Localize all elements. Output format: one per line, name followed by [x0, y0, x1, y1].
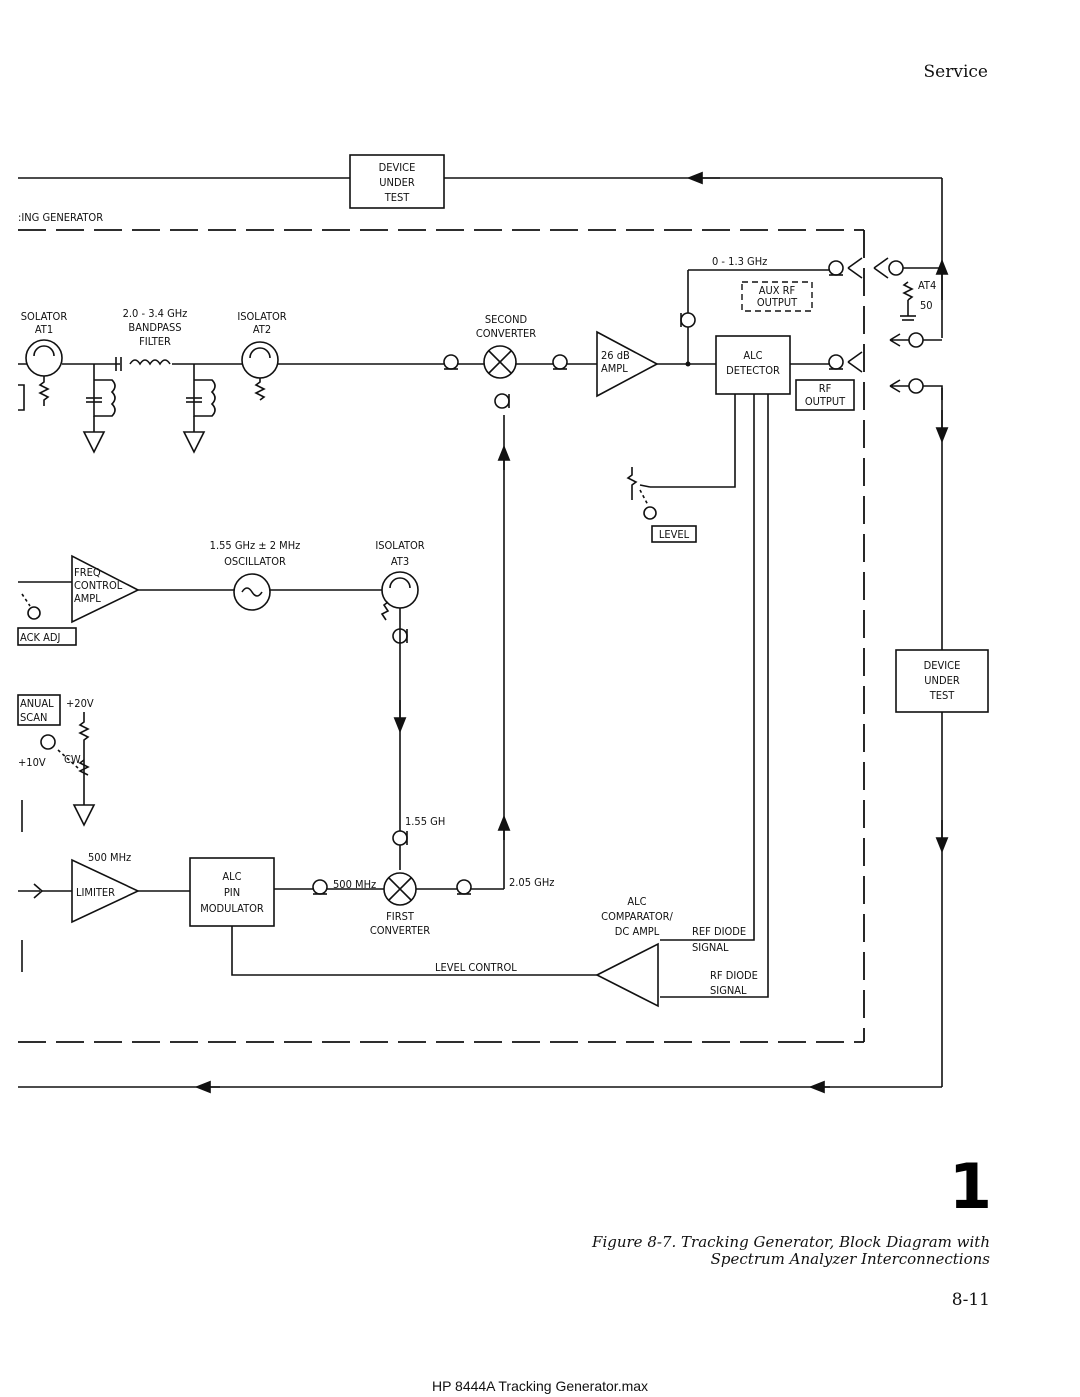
- outer-signal-loop: [18, 171, 949, 1094]
- svg-text:26 dB: 26 dB: [601, 349, 630, 362]
- level-label: LEVEL: [659, 528, 690, 541]
- rf-output: RF OUTPUT: [795, 379, 855, 411]
- section-number: 1: [948, 1150, 992, 1223]
- svg-text:AMPL: AMPL: [601, 362, 628, 375]
- connector-icon: [680, 312, 696, 328]
- svg-text:ACK ADJ: ACK ADJ: [20, 631, 60, 644]
- svg-text:PIN: PIN: [224, 886, 240, 899]
- svg-text:2.0 - 3.4 GHz: 2.0 - 3.4 GHz: [123, 307, 188, 320]
- ref-diode-signal-label: SIGNAL: [692, 941, 729, 954]
- svg-text:AT1: AT1: [35, 323, 53, 336]
- svg-text:+10V: +10V: [18, 756, 46, 769]
- freq-205-label: 2.05 GHz: [509, 876, 554, 889]
- svg-text:COMPARATOR/: COMPARATOR/: [601, 910, 673, 923]
- level-pot: LEVEL: [626, 467, 697, 543]
- isolator-at2: ISOLATOR AT2: [237, 310, 287, 401]
- aux-rf-connector-icon: [828, 257, 863, 279]
- attenuator-at4: AT4 50: [873, 257, 942, 348]
- connector-icon: [392, 830, 408, 846]
- freq-range-label: 0 - 1.3 GHz: [712, 255, 767, 268]
- device-under-test-right: DEVICE UNDER TEST: [895, 649, 989, 713]
- device-under-test-top: DEVICE UNDER TEST: [349, 154, 445, 209]
- svg-text:AT4: AT4: [918, 279, 936, 292]
- svg-text:1.55 GHz ± 2 MHz: 1.55 GHz ± 2 MHz: [210, 539, 301, 552]
- page-number: 8-11: [951, 1290, 990, 1310]
- svg-text:BANDPASS: BANDPASS: [128, 321, 181, 334]
- isolator-at1: SOLATOR AT1: [21, 310, 68, 406]
- aux-rf-output: AUX RF OUTPUT: [741, 281, 813, 312]
- figure-caption-line2: Spectrum Analyzer Interconnections: [710, 1250, 990, 1268]
- svg-text:ALC: ALC: [222, 870, 241, 883]
- svg-text:UNDER: UNDER: [379, 176, 415, 189]
- svg-text:FIRST: FIRST: [386, 910, 415, 923]
- mod-out-freq-label: 500 MHz: [333, 878, 376, 891]
- figure-caption-line1: Figure 8-7. Tracking Generator, Block Di…: [592, 1233, 990, 1251]
- connector-icon: [494, 393, 510, 409]
- rf-output-connector-icon: [828, 351, 863, 373]
- connector-icon: [312, 879, 328, 895]
- ref-diode-label: REF DIODE: [692, 925, 746, 938]
- connector-icon: [443, 354, 459, 370]
- svg-text:CONVERTER: CONVERTER: [476, 327, 536, 340]
- limiter: LIMITER 500 MHz: [71, 851, 140, 924]
- oscillator: 1.55 GHz ± 2 MHz OSCILLATOR: [210, 539, 301, 611]
- svg-text:AT3: AT3: [391, 555, 409, 568]
- freq-155-label: 1.55 GH: [405, 815, 445, 828]
- svg-text:TEST: TEST: [929, 689, 956, 702]
- svg-text:RF: RF: [819, 382, 832, 395]
- svg-text:ANUAL: ANUAL: [20, 697, 54, 710]
- connector-icon: [552, 354, 568, 370]
- first-converter-mixer: FIRST CONVERTER: [370, 872, 430, 937]
- rf-diode-signal-label: SIGNAL: [710, 984, 747, 997]
- svg-text:ISOLATOR: ISOLATOR: [375, 539, 424, 552]
- svg-text:DETECTOR: DETECTOR: [726, 364, 780, 377]
- svg-text:AT2: AT2: [253, 323, 271, 336]
- svg-text:UNDER: UNDER: [924, 674, 960, 687]
- amplifier-26db: 26 dB AMPL: [596, 330, 659, 398]
- svg-text:SOLATOR: SOLATOR: [21, 310, 68, 323]
- svg-text:+20V: +20V: [66, 697, 94, 710]
- alc-detector: ALC DETECTOR: [715, 335, 791, 395]
- svg-text:MODULATOR: MODULATOR: [200, 902, 264, 915]
- second-converter-mixer: SECOND CONVERTER: [476, 313, 536, 379]
- svg-text:CW: CW: [64, 753, 81, 766]
- svg-text:DEVICE: DEVICE: [379, 161, 416, 174]
- svg-text:ALC: ALC: [627, 895, 646, 908]
- bandpass-filter: 2.0 - 3.4 GHz BANDPASS FILTER: [82, 307, 216, 454]
- track-adj-label: ACK ADJ: [17, 627, 77, 646]
- svg-text:SCAN: SCAN: [20, 711, 47, 724]
- footer-filename: HP 8444A Tracking Generator.max: [431, 1378, 649, 1394]
- svg-text:LIMITER: LIMITER: [76, 886, 115, 899]
- svg-text:FREQ: FREQ: [74, 566, 101, 579]
- svg-text:DEVICE: DEVICE: [924, 659, 961, 672]
- svg-text:OUTPUT: OUTPUT: [757, 296, 798, 309]
- svg-text:AUX RF: AUX RF: [759, 284, 796, 297]
- svg-text:50: 50: [920, 299, 933, 312]
- svg-text:TEST: TEST: [384, 191, 411, 204]
- generator-boundary: [18, 229, 865, 1043]
- svg-text:OUTPUT: OUTPUT: [805, 395, 846, 408]
- svg-text:FILTER: FILTER: [139, 335, 171, 348]
- level-control-label: LEVEL CONTROL: [435, 961, 517, 974]
- svg-text:AMPL: AMPL: [74, 592, 101, 605]
- svg-text:ISOLATOR: ISOLATOR: [237, 310, 286, 323]
- svg-text:500 MHz: 500 MHz: [88, 851, 131, 864]
- isolator-at3: ISOLATOR AT3: [375, 539, 425, 621]
- svg-text:OSCILLATOR: OSCILLATOR: [224, 555, 286, 568]
- svg-text:ALC: ALC: [743, 349, 762, 362]
- alc-comparator: ALC COMPARATOR/ DC AMPL: [595, 895, 673, 1008]
- generator-label: :ING GENERATOR: [18, 211, 103, 224]
- svg-text:CONVERTER: CONVERTER: [370, 924, 430, 937]
- connector-icon: [456, 879, 472, 895]
- alc-pin-modulator: ALC PIN MODULATOR: [189, 857, 275, 927]
- svg-text:SECOND: SECOND: [485, 313, 528, 326]
- svg-text:CONTROL: CONTROL: [74, 579, 123, 592]
- rf-diode-label: RF DIODE: [710, 969, 758, 982]
- manual-scan: ANUAL SCAN +20V +10V CW: [17, 694, 96, 827]
- freq-control-ampl: FREQ CONTROL AMPL: [71, 554, 140, 624]
- svg-text:DC AMPL: DC AMPL: [615, 925, 660, 938]
- return-connector-icon: [889, 378, 943, 400]
- section-header: Service: [923, 62, 988, 82]
